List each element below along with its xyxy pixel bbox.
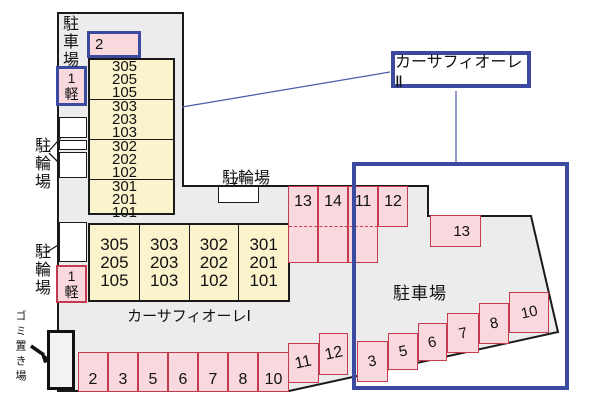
parking-space-5: 5	[138, 352, 168, 392]
unit-stack: 301 201 101	[249, 234, 278, 290]
bike-stall-cell	[59, 140, 87, 150]
bike-parking-middle-cell	[218, 186, 259, 203]
unit-stack: 301 201 101	[111, 178, 138, 221]
space-number: 12	[384, 193, 402, 210]
parking-lot-right-label: 駐車場	[393, 284, 447, 303]
parking-space-13-mid: 13	[288, 186, 318, 263]
casa-fiore-2-callout-text: カーサフィオーレⅡ	[395, 53, 523, 91]
parking-space-2-top: 2	[87, 31, 141, 58]
unit-stack: 302 202 102	[190, 225, 240, 300]
parking-space-12: 12	[319, 333, 348, 375]
parking-space-13-right: 13	[430, 215, 481, 247]
space-number: 6	[178, 371, 188, 388]
parking-space-8: 8	[228, 352, 258, 392]
unit-stack: 305 205 105	[90, 59, 173, 100]
space-number: 1	[67, 70, 76, 86]
parking-space-5-right: 5	[388, 333, 418, 370]
bike-stall-cell	[59, 222, 87, 262]
space-number: 5	[148, 371, 158, 388]
parking-space-10: 10	[258, 352, 289, 392]
unit-stack: 302 202 102	[90, 139, 173, 180]
space-number: 1	[67, 268, 76, 284]
bike-stall-cell	[59, 117, 87, 138]
space-number: 7	[457, 323, 469, 343]
kei-tag: 軽	[64, 86, 79, 102]
parking-space-11: 11	[288, 343, 319, 383]
space-number: 6	[426, 332, 439, 352]
space-number: 7	[208, 371, 218, 388]
callout-line	[181, 71, 391, 108]
space-number: 8	[488, 314, 500, 333]
space-number: 13	[453, 222, 470, 240]
space-number: 3	[118, 371, 128, 388]
parking-space-2: 2	[78, 352, 108, 392]
building-casa-fiore-2: 305 205 105 303 203 103 302 202 102 301 …	[88, 58, 175, 220]
building-casa-fiore-1: 305 205 105 303 203 103 302 202 102 301 …	[88, 223, 290, 302]
stall-dashed-divider	[289, 226, 378, 227]
garbage-area-box	[47, 330, 75, 390]
parking-space-8-right: 8	[479, 303, 509, 344]
garbage-area-label: ゴミ置き場	[14, 310, 26, 385]
bike-parking-left-upper-label: 駐輪場	[32, 137, 49, 191]
space-number: 3	[366, 352, 379, 371]
parking-space-6-right: 6	[418, 323, 447, 361]
parking-space-14-mid: 14	[318, 186, 348, 263]
parking-space-3-right: 3	[357, 341, 388, 382]
space-number: 11	[354, 193, 372, 210]
casa-fiore-1-caption: カーサフィオーレⅠ	[127, 308, 251, 325]
parking-space-7: 7	[198, 352, 228, 392]
space-number: 12	[322, 343, 344, 364]
space-number: 10	[519, 302, 539, 323]
parking-space-10-right: 10	[509, 292, 549, 333]
space-number: 14	[324, 193, 342, 210]
bike-stall-cell	[59, 152, 87, 178]
unit-stack: 303 203 103	[90, 99, 173, 140]
parking-space-12-mid: 12	[378, 186, 408, 227]
unit-stack: 305 205 105	[90, 225, 140, 300]
parking-space-7-right: 7	[447, 313, 479, 353]
bike-parking-middle-label: 駐輪場	[222, 170, 271, 187]
space-number: 5	[397, 342, 409, 361]
space-number: 2	[95, 36, 104, 53]
space-number: 2	[88, 371, 98, 388]
unit-stack: 303 203 103	[140, 225, 190, 300]
kei-tag: 軽	[64, 284, 79, 300]
parking-space-6: 6	[168, 352, 198, 392]
space-number: 13	[294, 193, 312, 210]
parking-space-1-kei-lower: 1 軽	[56, 265, 87, 303]
parking-lot-top-label: 駐車場	[60, 15, 77, 69]
space-number: 10	[264, 371, 283, 388]
casa-fiore-2-callout-box: カーサフィオーレⅡ	[391, 51, 531, 91]
parking-space-11-mid: 11	[348, 186, 378, 263]
space-number: 8	[238, 371, 248, 388]
parking-space-3: 3	[108, 352, 138, 392]
space-number: 11	[293, 352, 314, 373]
bike-parking-left-lower-label: 駐輪場	[32, 243, 49, 297]
parking-space-1-kei-top: 1 軽	[56, 66, 87, 106]
